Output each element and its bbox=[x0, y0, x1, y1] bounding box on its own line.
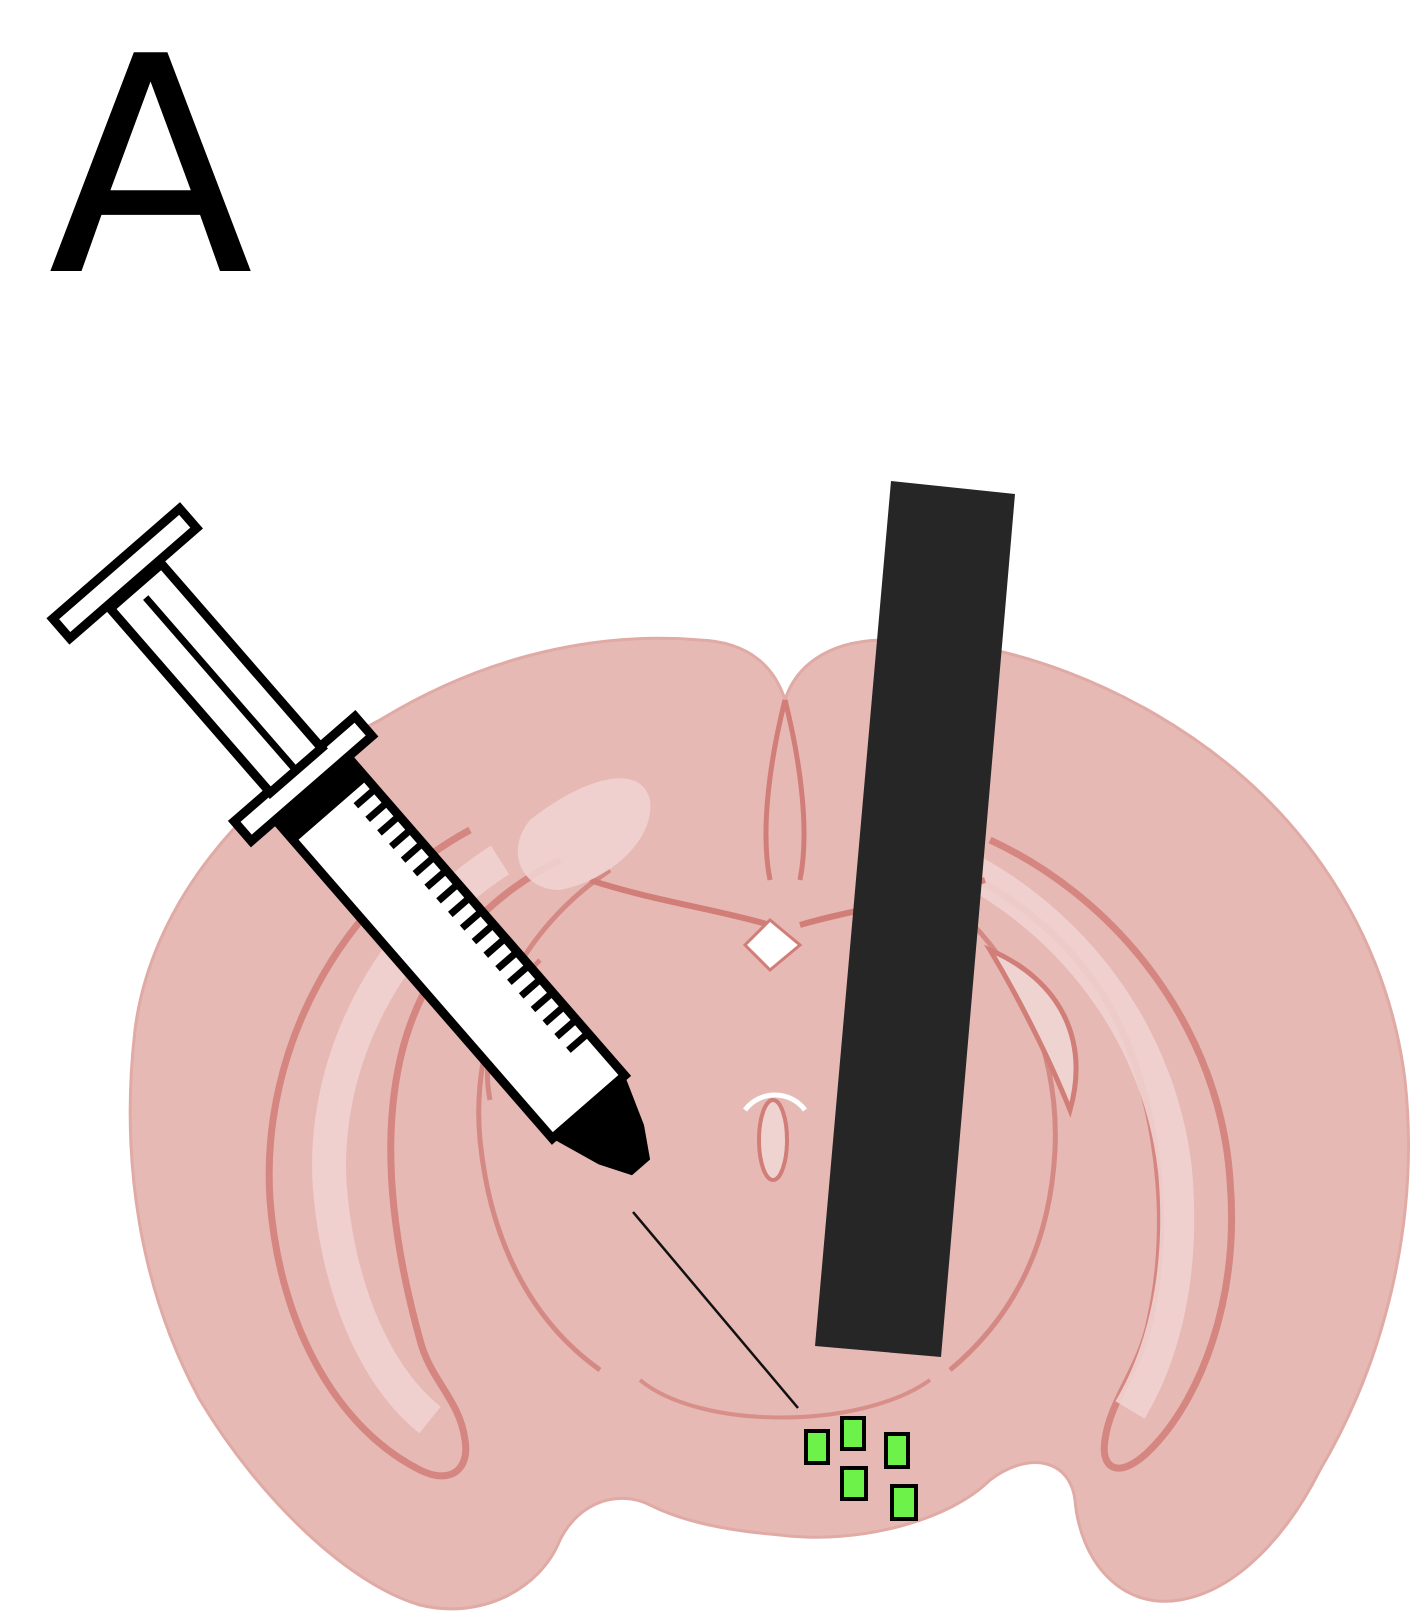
cell-2 bbox=[842, 1418, 864, 1449]
cell-5 bbox=[892, 1486, 916, 1519]
central-structure bbox=[759, 1100, 787, 1180]
cell-1 bbox=[806, 1431, 828, 1463]
cell-3 bbox=[886, 1434, 908, 1467]
syringe-plunger-center bbox=[146, 598, 294, 768]
cell-4 bbox=[842, 1468, 866, 1499]
